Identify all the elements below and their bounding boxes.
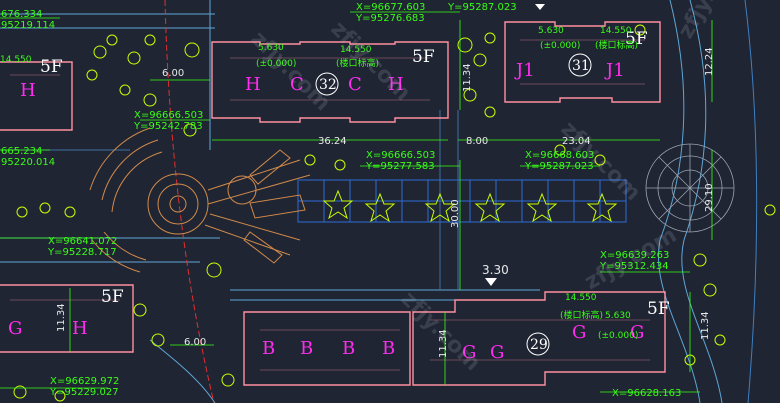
dimension-labels: 6.00 36.24 8.00 23.04 11.34 12.24 30.00 29.10 3.…	[56, 47, 715, 358]
building-outlines	[0, 21, 666, 386]
unit-type-label: G	[490, 342, 504, 363]
coordinate-labels: 676.33495219.114X=96677.603Y=95276.683Y=…	[1, 2, 681, 399]
elevation-label: 14.550	[565, 293, 597, 303]
elevation-label: 14.550	[0, 55, 32, 65]
unit-type-label: H	[72, 318, 88, 339]
coordinate-label: X=96641.072	[48, 236, 117, 247]
floor-labels: 5F 5F 5F 5F 5F	[40, 29, 670, 319]
building-number: 32	[319, 77, 337, 93]
unit-type-label: G	[630, 322, 644, 343]
elevation-label: 5.630	[605, 311, 631, 321]
floor-count-label: 5F	[40, 57, 63, 77]
elevation-label: 14.550	[340, 45, 372, 55]
trees	[13, 24, 776, 402]
building-numbers: 32 31 29	[319, 58, 590, 353]
feature-planters	[322, 189, 618, 223]
dimension-label: 8.00	[466, 136, 488, 147]
building-number: 29	[530, 337, 548, 353]
coordinate-label: 676.334	[1, 9, 42, 20]
coordinate-label: Y=95228.717	[47, 247, 117, 258]
coordinate-label: X=96639.263	[600, 250, 669, 261]
elevation-label: 5.630	[258, 43, 284, 53]
elevation-label: (±0.000)	[256, 59, 296, 69]
elevation-label: (楼口标高)	[560, 309, 603, 321]
coordinate-label: Y=95277.583	[365, 161, 435, 172]
arrow-marker-mid	[485, 278, 497, 286]
unit-type-label: H	[388, 74, 404, 95]
unit-type-label: G	[462, 342, 476, 363]
floor-count-label: 5F	[647, 299, 670, 319]
floor-count-label: 5F	[101, 287, 124, 307]
coordinate-label: Y=95287.023	[524, 161, 594, 172]
unit-type-label: G	[8, 318, 22, 339]
dimension-label: 3.30	[482, 263, 509, 277]
plaza	[89, 127, 311, 273]
dimension-label: 11.34	[56, 303, 67, 332]
elevation-label: 14.550	[600, 26, 632, 36]
unit-type-label: B	[342, 338, 355, 359]
coordinate-label: X=96666.503	[366, 150, 435, 161]
unit-type-label: C	[290, 74, 304, 95]
coordinate-label: Y=95287.023	[447, 2, 517, 13]
unit-type-label: C	[348, 74, 362, 95]
coordinate-label: 95219.114	[1, 20, 55, 31]
coordinate-label: Y=95312.434	[599, 261, 669, 272]
coordinate-label: Y=95242.783	[133, 121, 203, 132]
unit-type-label: J1	[604, 60, 625, 81]
unit-type-label: H	[20, 80, 36, 101]
watermark-text: zfjy.com	[674, 0, 746, 43]
elevation-label: (±0.000)	[540, 41, 580, 51]
coordinate-label: X=96628.163	[612, 388, 681, 399]
watermark-text: zfjy.com	[246, 27, 336, 117]
dimension-label: 6.00	[162, 68, 184, 79]
coordinate-label: Y=95276.683	[355, 13, 425, 24]
unit-type-label: B	[300, 338, 313, 359]
unit-type-label: B	[262, 338, 275, 359]
rosette-plaza	[645, 143, 735, 233]
unit-type-label: B	[382, 338, 395, 359]
dimension-lines	[0, 11, 713, 393]
coordinate-label: X=96666.503	[134, 110, 203, 121]
dimension-label: 30.00	[450, 199, 461, 228]
dimension-label: 23.04	[562, 136, 591, 147]
coordinate-label: X=96668.603	[525, 150, 594, 161]
dimension-label: 11.34	[438, 329, 449, 358]
coordinate-label: X=96629.972	[50, 376, 119, 387]
unit-type-label: G	[572, 322, 586, 343]
unit-type-label: H	[245, 74, 261, 95]
building-number: 31	[572, 58, 590, 74]
dimension-label: 6.00	[184, 337, 206, 348]
elevation-label: 5.630	[538, 26, 564, 36]
arrow-marker-top	[535, 4, 545, 10]
floor-count-label: 5F	[625, 29, 648, 49]
coordinate-label: X=96677.603	[356, 2, 425, 13]
coordinate-label: Y=95229.027	[49, 387, 119, 398]
elevation-label: (±0.000)	[598, 331, 638, 341]
dimension-label: 11.34	[700, 311, 711, 340]
dimension-label: 29.10	[704, 183, 715, 212]
dimension-label: 11.34	[462, 63, 473, 92]
dimension-label: 12.24	[704, 47, 715, 76]
coordinate-label: 95220.014	[1, 157, 55, 168]
unit-type-label: J1	[514, 60, 535, 81]
coordinate-label: 665.234	[1, 146, 42, 157]
dimension-label: 36.24	[318, 136, 347, 147]
elevation-label: (楼口标高)	[336, 57, 379, 69]
floor-count-label: 5F	[412, 47, 435, 67]
elevation-label: (楼口标高)	[595, 39, 638, 51]
